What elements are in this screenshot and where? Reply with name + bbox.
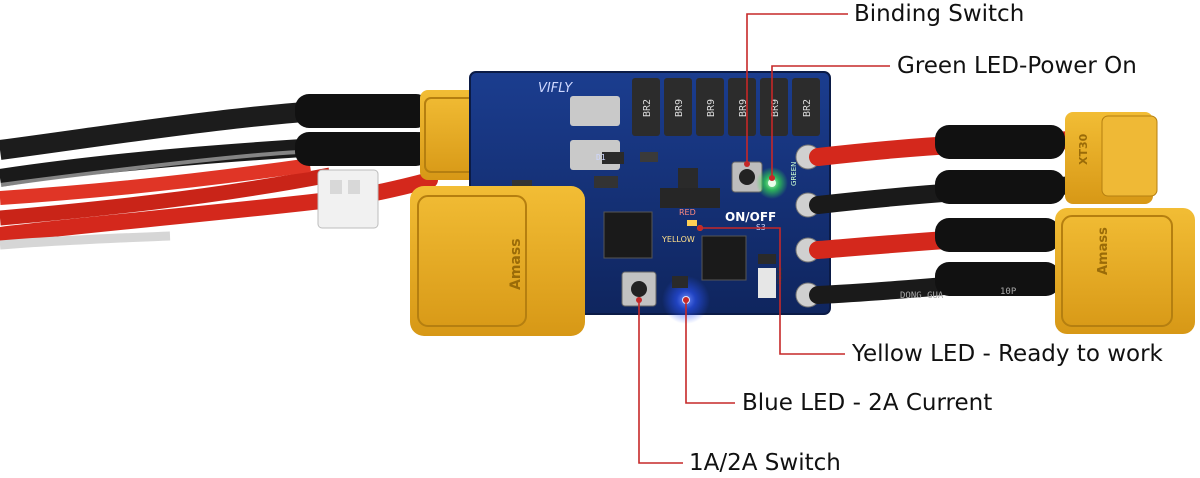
blue-led-label-annotation: Blue LED - 2A Current <box>742 390 993 416</box>
xt60-brand-mark: Amass <box>508 238 524 290</box>
red-led-label: RED <box>679 208 696 217</box>
resistor-code: BR2 <box>802 99 813 117</box>
resistor-code: BR2 <box>642 99 653 117</box>
left-xt60-connector: Amass <box>410 186 585 336</box>
resistor-code: BR9 <box>770 99 781 117</box>
callout-line-binding <box>746 13 848 164</box>
d1-mark: D1 <box>596 153 606 162</box>
yellow-led-label: YELLOW <box>661 235 695 244</box>
heat-shrink-top <box>295 94 430 128</box>
green-led-label: GREEN <box>790 162 798 186</box>
callout-line-current <box>638 300 683 464</box>
callout-lines <box>636 13 890 464</box>
callout-line-blue <box>685 300 735 404</box>
current-switch-label: 1A/2A Switch <box>689 450 841 476</box>
green-led-label-annotation: Green LED-Power On <box>897 53 1137 79</box>
resistor-code: BR9 <box>674 99 685 117</box>
right-wire-bundle: DONG GUA 10P <box>809 125 1089 304</box>
resistor-code: BR9 <box>706 99 717 117</box>
binding-switch <box>731 161 763 193</box>
callout-line-yellow <box>700 227 845 355</box>
green-led <box>768 179 776 187</box>
wire-print-length: 10P <box>1000 287 1017 297</box>
binding-switch-label: Binding Switch <box>854 1 1025 27</box>
yellow-led-label-annotation: Yellow LED - Ready to work <box>852 341 1163 367</box>
callout-line-green <box>771 65 890 178</box>
resistor-row: BR2 BR9 BR9 BR9 BR9 BR2 <box>632 78 820 136</box>
right-xt60-brand-mark: Amass <box>1096 227 1111 275</box>
wire-print-maker: DONG GUA <box>900 291 944 301</box>
xt30-mark: XT30 <box>1077 133 1090 165</box>
heat-shrink-bottom <box>295 132 430 166</box>
current-switch <box>621 271 657 307</box>
right-xt30-connector: XT30 <box>1065 112 1158 204</box>
resistor-code: BR9 <box>738 99 749 117</box>
balance-plug <box>317 169 379 229</box>
board-brand: VIFLY <box>538 81 573 96</box>
onoff-label: ON/OFF <box>725 210 776 224</box>
right-xt60-connector: Amass <box>1055 208 1195 334</box>
